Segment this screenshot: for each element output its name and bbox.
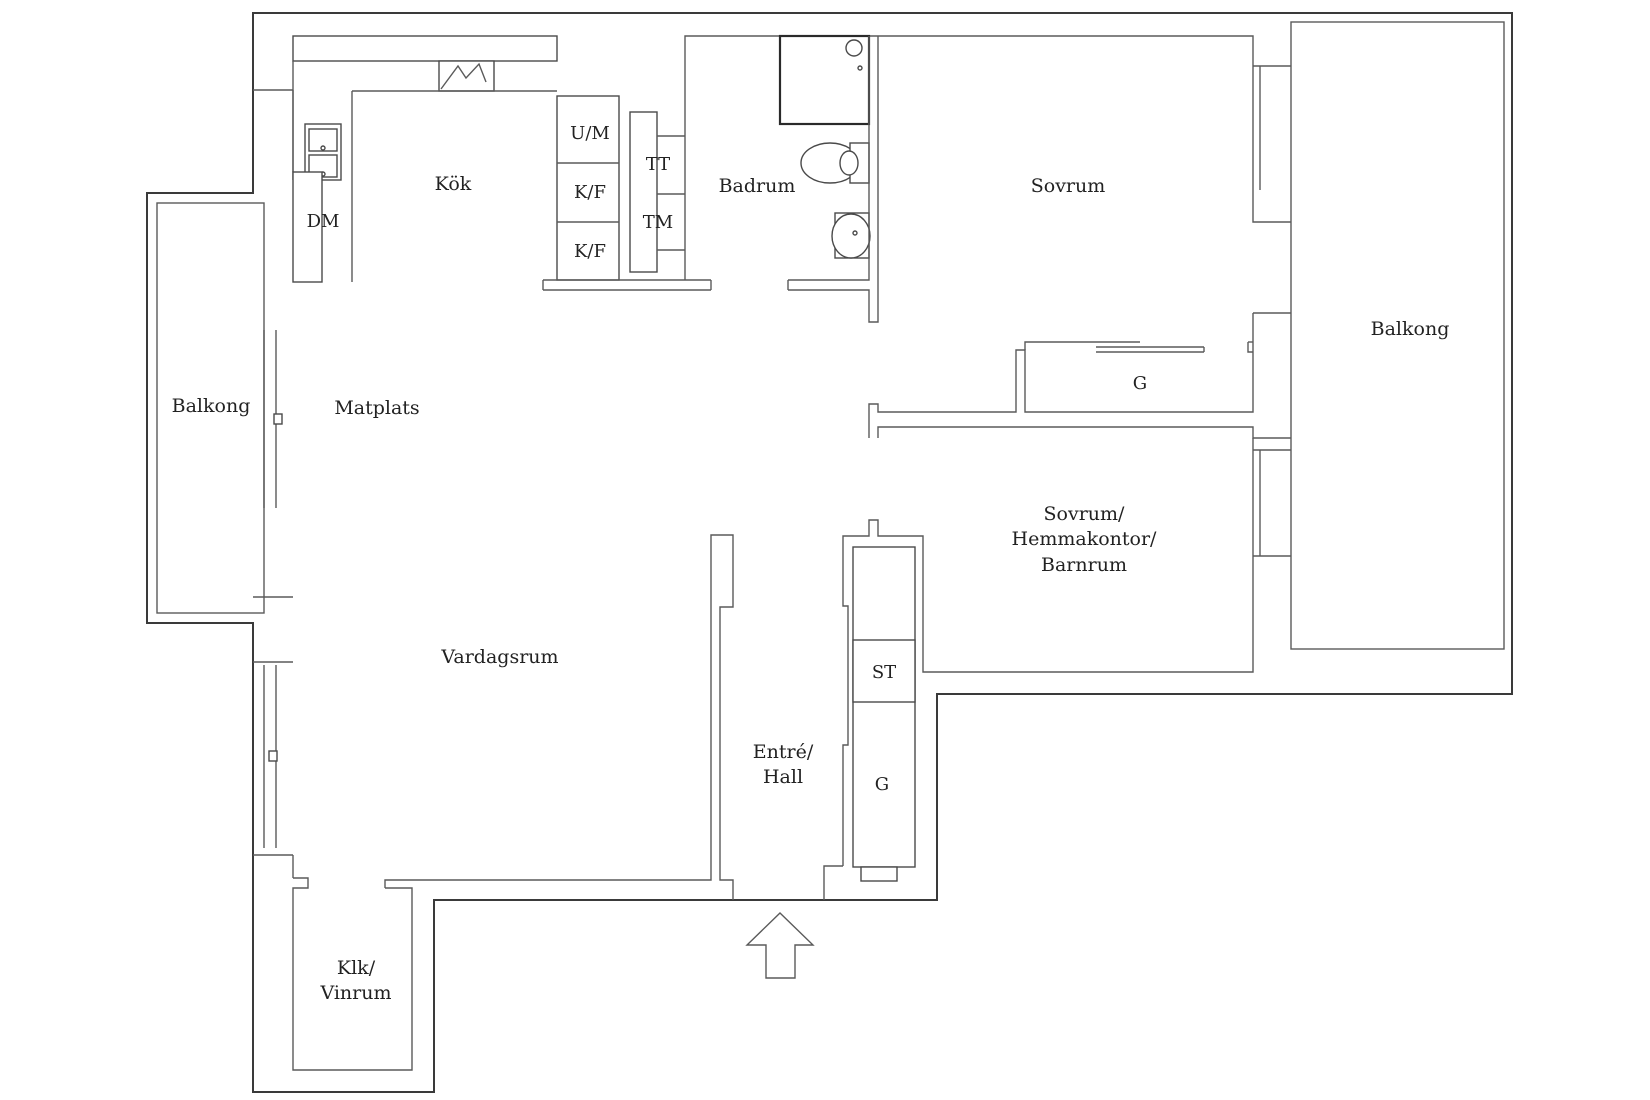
label-kf-1: K/F (574, 182, 606, 203)
label-badrum: Badrum (719, 175, 796, 197)
label-st: ST (872, 662, 896, 683)
label-sovrum2-line1: Sovrum/ (1044, 503, 1126, 525)
balcony-left (156, 202, 283, 614)
label-um: U/M (570, 123, 610, 144)
label-sovrum2-line3: Barnrum (1041, 554, 1127, 576)
balcony-right (1290, 21, 1505, 650)
label-vardagsrum: Vardagsrum (440, 646, 558, 668)
outer-wall (146, 12, 1513, 1093)
bedroom-top (868, 35, 1291, 439)
bedroom-second (842, 438, 1291, 673)
label-balkong-left: Balkong (172, 395, 251, 417)
label-g-bedroom-closet: G (1133, 373, 1147, 394)
label-dm: DM (307, 211, 340, 232)
entrance-arrow (745, 912, 815, 979)
hall-closets (384, 534, 916, 900)
label-entre-line2: Hall (763, 766, 803, 788)
label-tt: TT (646, 154, 670, 175)
kitchen-fixtures (292, 35, 712, 291)
label-klk-line1: Klk/ (337, 957, 376, 979)
label-balkong-right: Balkong (1371, 318, 1450, 340)
storage-room (292, 877, 413, 1071)
label-tm: TM (643, 212, 673, 233)
label-kf-2: K/F (574, 241, 606, 262)
bathroom (629, 34, 879, 323)
label-klk-line2: Vinrum (319, 982, 391, 1004)
label-sovrum2-line2: Hemmakontor/ (1012, 528, 1158, 550)
label-entre-line1: Entré/ (753, 741, 814, 763)
label-sovrum: Sovrum (1031, 175, 1106, 197)
label-g-hall: G (875, 774, 889, 795)
left-windows (253, 89, 294, 878)
label-matplats: Matplats (334, 397, 419, 419)
label-kok: Kök (435, 173, 472, 195)
